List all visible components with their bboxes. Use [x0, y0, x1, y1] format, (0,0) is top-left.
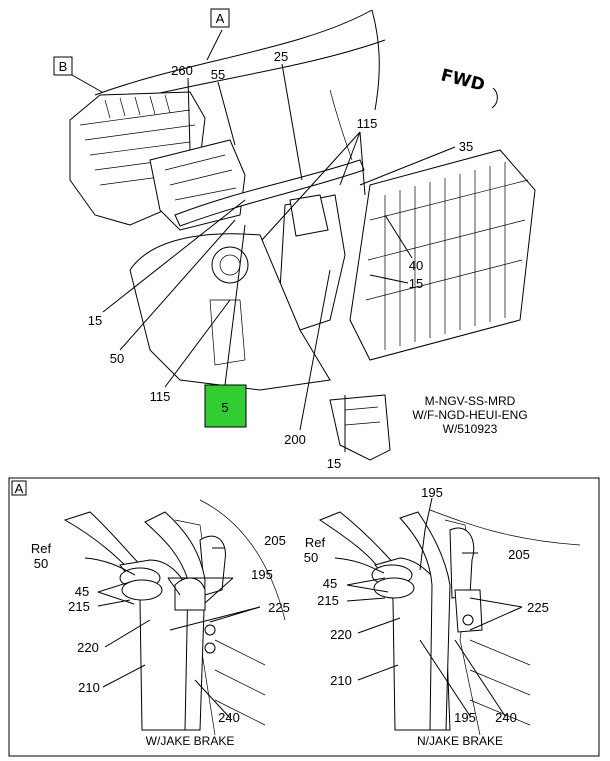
right-callout-225: 225: [527, 600, 549, 615]
callout-50: 50: [110, 351, 124, 366]
callout-5: 5: [221, 400, 228, 415]
right-callout-50: 50: [304, 550, 318, 565]
right-callout-195-bottom: 195: [454, 710, 476, 725]
callout-40: 40: [409, 258, 423, 273]
model-note: M-NGV-SS-MRD W/F-NGD-HEUI-ENG W/510923: [412, 394, 527, 436]
view-tag-a-box: [210, 8, 230, 28]
no-jake-brake-illustration: [318, 509, 581, 736]
right-ref-label: Ref: [305, 535, 326, 550]
model-note-line-1: M-NGV-SS-MRD: [425, 394, 516, 408]
callout-55: 55: [211, 67, 225, 82]
callout-25: 25: [274, 49, 288, 64]
callout-15-left: 15: [88, 313, 102, 328]
left-callout-45: 45: [75, 584, 89, 599]
left-callout-50: 50: [34, 556, 48, 571]
right-caption: N/JAKE BRAKE: [417, 734, 503, 748]
model-note-line-3: W/510923: [443, 422, 498, 436]
right-callout-205: 205: [508, 547, 530, 562]
detail-a-tag-box: [11, 480, 27, 496]
callout-35: 35: [459, 139, 473, 154]
right-callout-240: 240: [495, 710, 517, 725]
left-callout-225: 225: [268, 600, 290, 615]
view-tag-a: A: [216, 11, 225, 26]
forward-arrow-icon: [491, 87, 498, 109]
left-callout-210: 210: [78, 680, 100, 695]
callout-115-bottom: 115: [150, 389, 171, 404]
callout-15-bottom: 15: [327, 456, 341, 471]
engine-assembly-illustration: [69, 9, 536, 461]
left-callout-240: 240: [218, 710, 240, 725]
callout-260: 260: [171, 63, 193, 78]
detail-a-tag: A: [15, 481, 24, 496]
right-callout-195-top: 195: [421, 485, 443, 500]
right-callout-215: 215: [317, 593, 339, 608]
right-callout-210: 210: [330, 673, 352, 688]
left-caption: W/JAKE BRAKE: [146, 734, 235, 748]
view-tag-b: B: [59, 59, 68, 74]
model-note-line-2: W/F-NGD-HEUI-ENG: [412, 408, 527, 422]
right-callout-220: 220: [330, 627, 352, 642]
highlighted-part-5[interactable]: [204, 384, 247, 428]
forward-indicator: FWD: [439, 65, 487, 95]
left-ref-label: Ref: [31, 541, 52, 556]
view-tag-b-box: [53, 56, 73, 76]
left-callout-220: 220: [77, 640, 99, 655]
callout-200: 200: [284, 432, 306, 447]
left-callout-215: 215: [68, 599, 90, 614]
detail-a-frame: [8, 477, 600, 757]
callout-15-right: 15: [409, 276, 423, 291]
left-callout-205: 205: [264, 533, 286, 548]
callout-115-top: 115: [357, 116, 378, 131]
left-callout-195: 195: [251, 567, 273, 582]
right-callout-45: 45: [323, 576, 337, 591]
jake-brake-illustration: [63, 499, 286, 736]
